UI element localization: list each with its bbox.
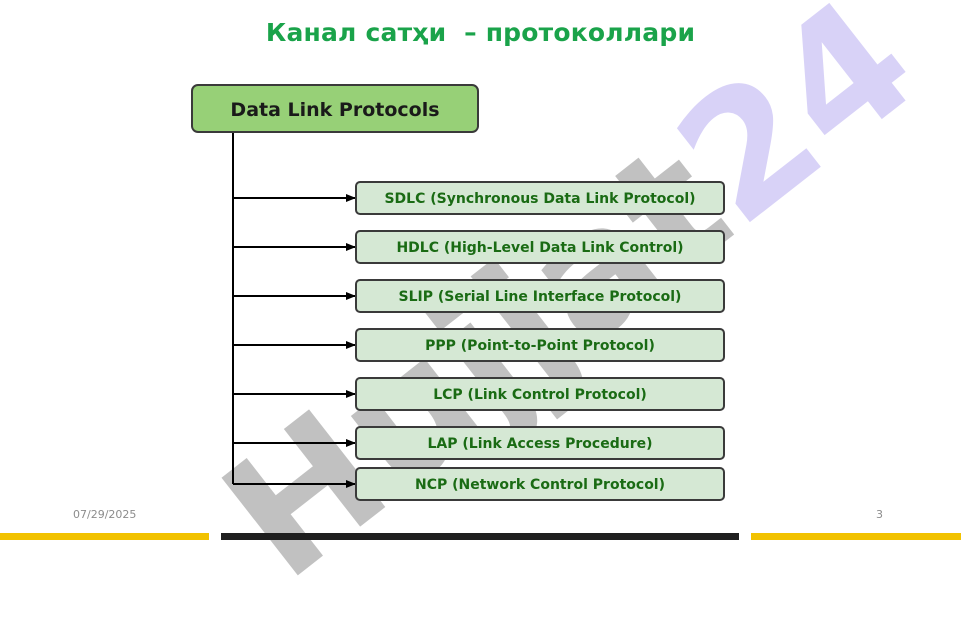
child-label: NCP (Network Control Protocol): [415, 477, 665, 493]
child-label: SDLC (Synchronous Data Link Protocol): [384, 191, 695, 207]
slide-title: Канал сатҳи – протоколлари: [265, 18, 696, 47]
child-label: PPP (Point-to-Point Protocol): [425, 338, 655, 354]
child-box: [355, 377, 725, 411]
child-box: [355, 426, 725, 460]
slide-date: 07/29/2025: [73, 508, 137, 521]
child-label: HDLC (High-Level Data Link Control): [396, 240, 683, 256]
child-node: PPP (Point-to-Point Protocol): [355, 328, 725, 362]
slide-page-number: 3: [876, 508, 883, 521]
protocol-tree-diagram: Data Link Protocols SDLC (Synchronous Da…: [191, 84, 725, 501]
footer-bar-right: [751, 533, 961, 540]
child-box: [355, 230, 725, 264]
child-box: [355, 181, 725, 215]
child-box: [355, 467, 725, 501]
child-node: NCP (Network Control Protocol): [355, 467, 725, 501]
child-box: [355, 328, 725, 362]
child-nodes: SDLC (Synchronous Data Link Protocol) HDL…: [355, 181, 725, 501]
root-box: [191, 84, 479, 133]
footer-bar-left: [0, 533, 209, 540]
child-node: LAP (Link Access Procedure): [355, 426, 725, 460]
root-node: Data Link Protocols: [191, 84, 479, 133]
child-label: LAP (Link Access Procedure): [428, 436, 653, 452]
child-label: LCP (Link Control Protocol): [433, 387, 647, 403]
child-label: SLIP (Serial Line Interface Protocol): [399, 289, 682, 305]
root-label: Data Link Protocols: [230, 99, 439, 121]
child-node: LCP (Link Control Protocol): [355, 377, 725, 411]
child-node: SLIP (Serial Line Interface Protocol): [355, 279, 725, 313]
footer-bar-middle: [221, 533, 739, 540]
child-node: SDLC (Synchronous Data Link Protocol): [355, 181, 725, 215]
child-box: [355, 279, 725, 313]
child-node: HDLC (High-Level Data Link Control): [355, 230, 725, 264]
tree-connectors: [232, 132, 356, 488]
